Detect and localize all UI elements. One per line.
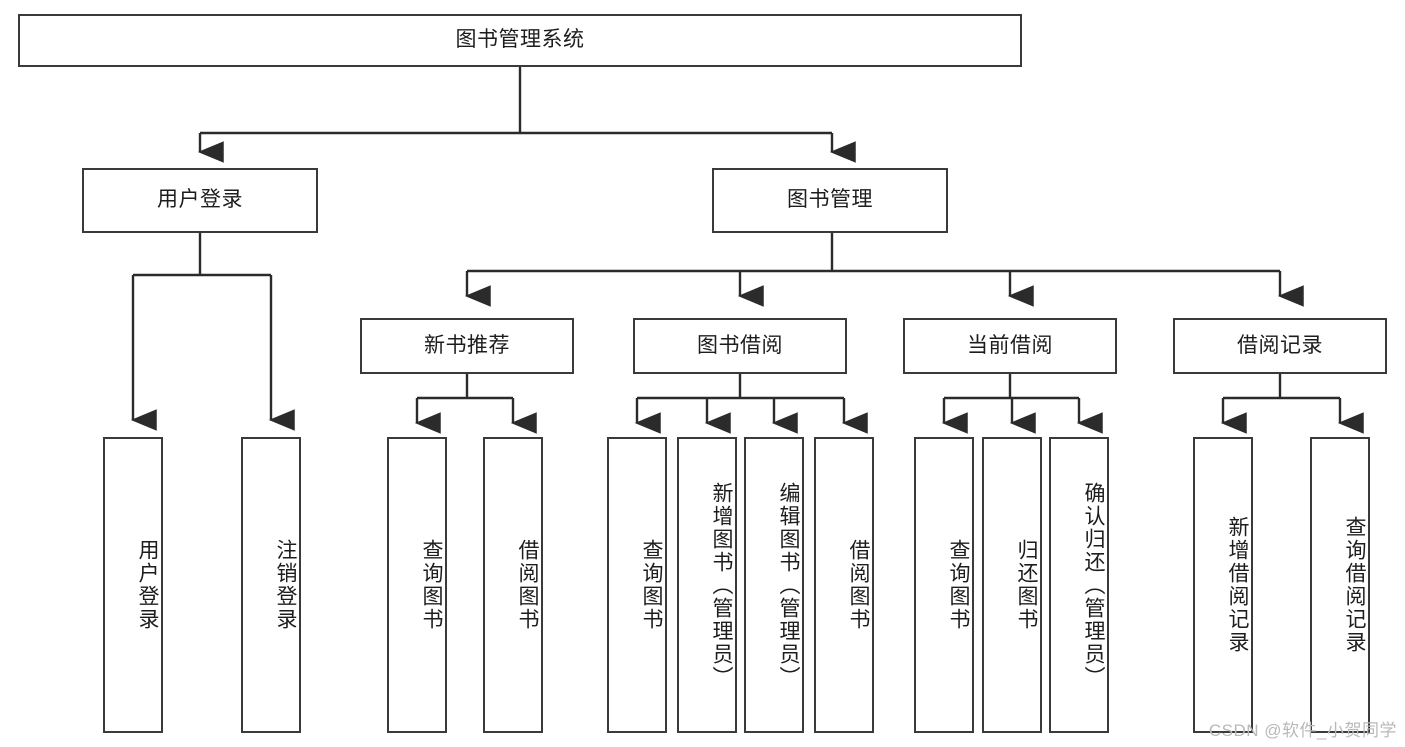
leaf-current-query-book[interactable]: 查询图书 [914,437,974,733]
node-label: 编辑图书（管理员） [777,481,800,689]
leaf-borrow-add-book-admin[interactable]: 新增图书（管理员） [677,437,737,733]
leaf-user-login-login[interactable]: 用户登录 [103,437,163,733]
node-borrow-record[interactable]: 借阅记录 [1173,318,1387,374]
leaf-borrow-edit-book-admin[interactable]: 编辑图书（管理员） [744,437,804,733]
leaf-current-return-book[interactable]: 归还图书 [982,437,1042,733]
node-label: 图书借阅 [697,333,783,357]
node-label: 确认归还（管理员） [1082,481,1105,689]
node-label: 用户登录 [136,539,159,631]
node-label: 当前借阅 [967,333,1053,357]
node-label: 归还图书 [1015,539,1038,631]
node-label: 查询图书 [420,539,443,631]
node-label: 新书推荐 [424,333,510,357]
node-label: 借阅图书 [847,539,870,631]
leaf-recommend-borrow-book[interactable]: 借阅图书 [483,437,543,733]
node-label: 查询图书 [640,539,663,631]
node-label: 查询借阅记录 [1343,516,1366,654]
node-label: 借阅图书 [516,539,539,631]
node-label: 新增图书（管理员） [710,481,733,689]
leaf-borrow-query-book[interactable]: 查询图书 [607,437,667,733]
leaf-user-login-logout[interactable]: 注销登录 [241,437,301,733]
node-new-book-recommend[interactable]: 新书推荐 [360,318,574,374]
node-root-system[interactable]: 图书管理系统 [18,14,1022,67]
node-label: 图书管理系统 [455,28,585,52]
node-label: 注销登录 [274,539,297,631]
node-user-login[interactable]: 用户登录 [82,168,318,233]
node-label: 新增借阅记录 [1226,516,1249,654]
node-book-management[interactable]: 图书管理 [712,168,948,233]
node-label: 查询图书 [947,539,970,631]
node-current-borrow[interactable]: 当前借阅 [903,318,1117,374]
leaf-current-confirm-return-admin[interactable]: 确认归还（管理员） [1049,437,1109,733]
leaf-recommend-query-book[interactable]: 查询图书 [387,437,447,733]
node-label: 图书管理 [787,188,873,212]
leaf-record-query-record[interactable]: 查询借阅记录 [1310,437,1370,733]
node-label: 用户登录 [157,188,243,212]
node-book-borrow[interactable]: 图书借阅 [633,318,847,374]
leaf-borrow-borrow-book[interactable]: 借阅图书 [814,437,874,733]
leaf-record-add-record[interactable]: 新增借阅记录 [1193,437,1253,733]
node-label: 借阅记录 [1237,333,1323,357]
